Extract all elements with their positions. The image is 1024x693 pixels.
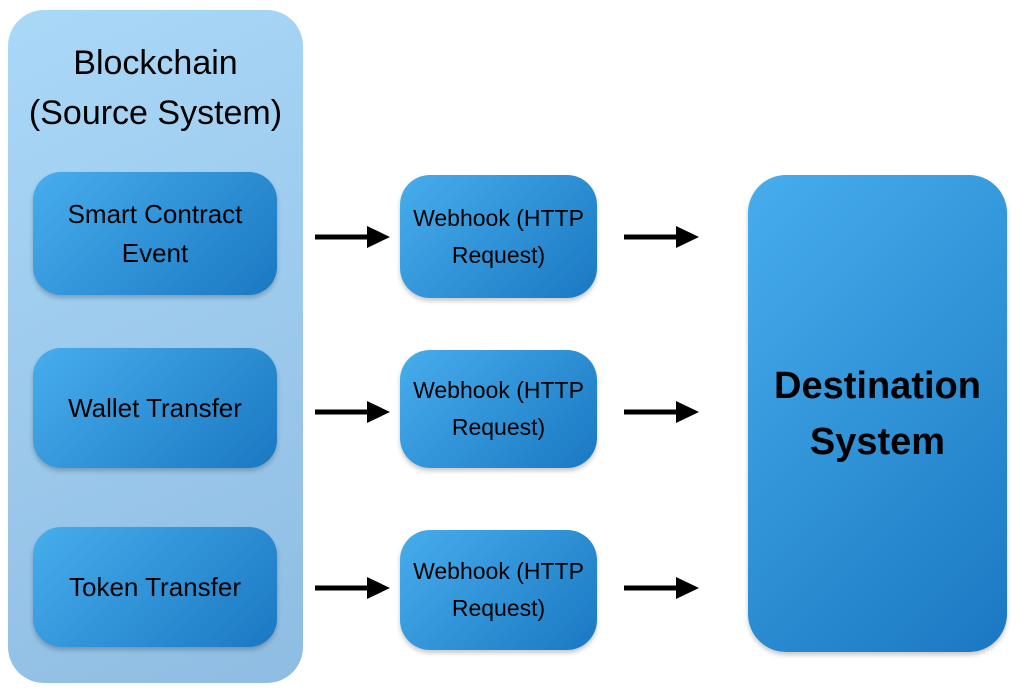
source-panel-title-line2: (Source System) (28, 94, 283, 132)
flow-arrow-webhook-to-destination-2 (624, 401, 699, 423)
source-node-smart-contract-event: Smart Contract Event (33, 172, 277, 295)
flow-arrow-source-to-webhook-2 (315, 401, 390, 423)
source-node-token-transfer: Token Transfer (33, 527, 277, 647)
destination-system-node: Destination System (748, 175, 1007, 652)
webhook-node-2: Webhook (HTTP Request) (400, 350, 597, 468)
destination-title-line1: Destination (774, 364, 981, 407)
flow-arrow-webhook-to-destination-1 (624, 226, 699, 248)
webhook-node-1: Webhook (HTTP Request) (400, 175, 597, 298)
source-system-panel: Blockchain (Source System) Smart Contrac… (8, 10, 303, 683)
flow-arrow-source-to-webhook-1 (315, 226, 390, 248)
flow-arrow-source-to-webhook-3 (315, 577, 390, 599)
webhook-node-3: Webhook (HTTP Request) (400, 530, 597, 650)
flow-arrow-webhook-to-destination-3 (624, 577, 699, 599)
source-panel-title: Blockchain (Source System) (8, 38, 303, 138)
destination-title-line2: System (809, 420, 946, 463)
source-node-wallet-transfer: Wallet Transfer (33, 348, 277, 468)
source-panel-title-line1: Blockchain (73, 44, 238, 82)
